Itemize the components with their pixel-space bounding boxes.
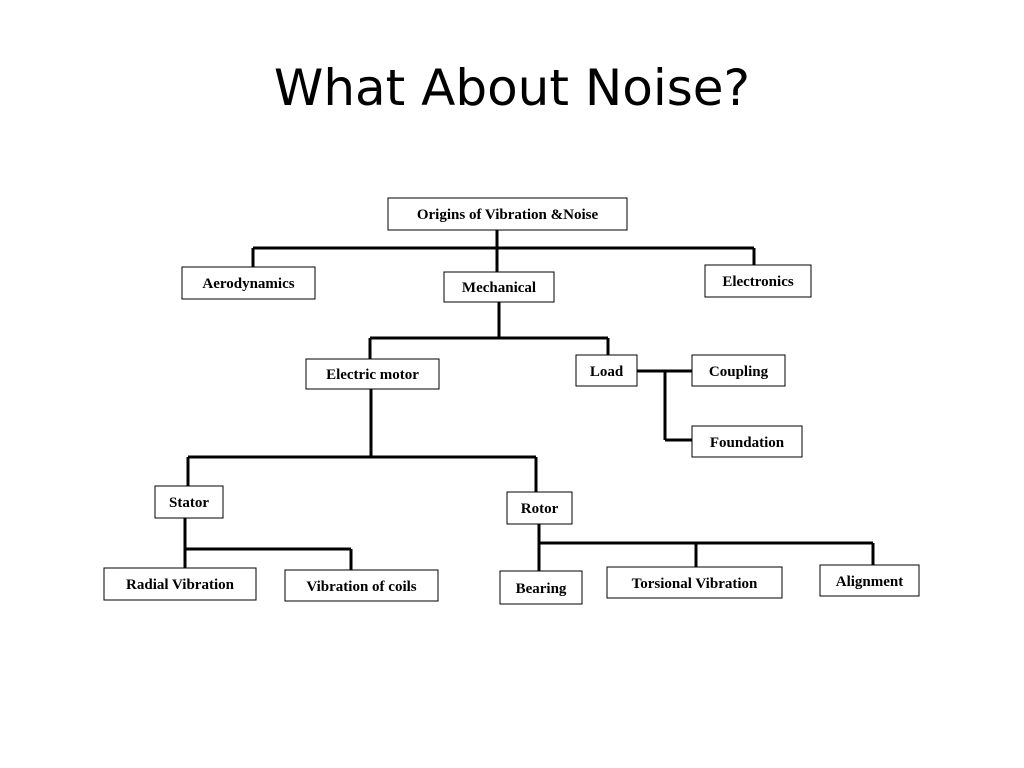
node-label-vibration-of-coils: Vibration of coils (306, 579, 416, 595)
node-vibration-of-coils: Vibration of coils (284, 569, 439, 602)
node-label-mechanical: Mechanical (462, 280, 536, 296)
node-label-load: Load (590, 364, 624, 380)
node-label-aerodynamics: Aerodynamics (202, 276, 294, 292)
node-label-rotor: Rotor (521, 501, 559, 517)
node-aerodynamics: Aerodynamics (181, 266, 316, 300)
node-torsional-vibration: Torsional Vibration (606, 566, 783, 599)
node-label-stator: Stator (169, 495, 209, 511)
node-radial-vibration: Radial Vibration (103, 567, 257, 601)
node-label-electric-motor: Electric motor (326, 367, 419, 383)
node-foundation: Foundation (691, 425, 803, 458)
node-label-torsional-vibration: Torsional Vibration (632, 576, 758, 592)
node-alignment: Alignment (819, 564, 920, 597)
node-load: Load (575, 354, 638, 387)
node-label-origins: Origins of Vibration &Noise (417, 207, 599, 223)
node-label-electronics: Electronics (722, 274, 794, 290)
node-rotor: Rotor (506, 491, 573, 525)
slide-title: What About Noise? (273, 59, 751, 117)
node-label-coupling: Coupling (709, 364, 769, 380)
connector-lines (183, 230, 875, 571)
node-label-radial-vibration: Radial Vibration (126, 577, 235, 593)
node-origins: Origins of Vibration &Noise (387, 197, 628, 231)
node-coupling: Coupling (691, 354, 786, 387)
node-mechanical: Mechanical (443, 271, 555, 303)
node-label-foundation: Foundation (710, 435, 785, 451)
node-electronics: Electronics (704, 264, 812, 298)
node-electric-motor: Electric motor (305, 358, 440, 390)
node-bearing: Bearing (499, 570, 583, 605)
node-stator: Stator (154, 485, 224, 519)
node-label-bearing: Bearing (516, 581, 567, 597)
node-label-alignment: Alignment (836, 574, 904, 590)
